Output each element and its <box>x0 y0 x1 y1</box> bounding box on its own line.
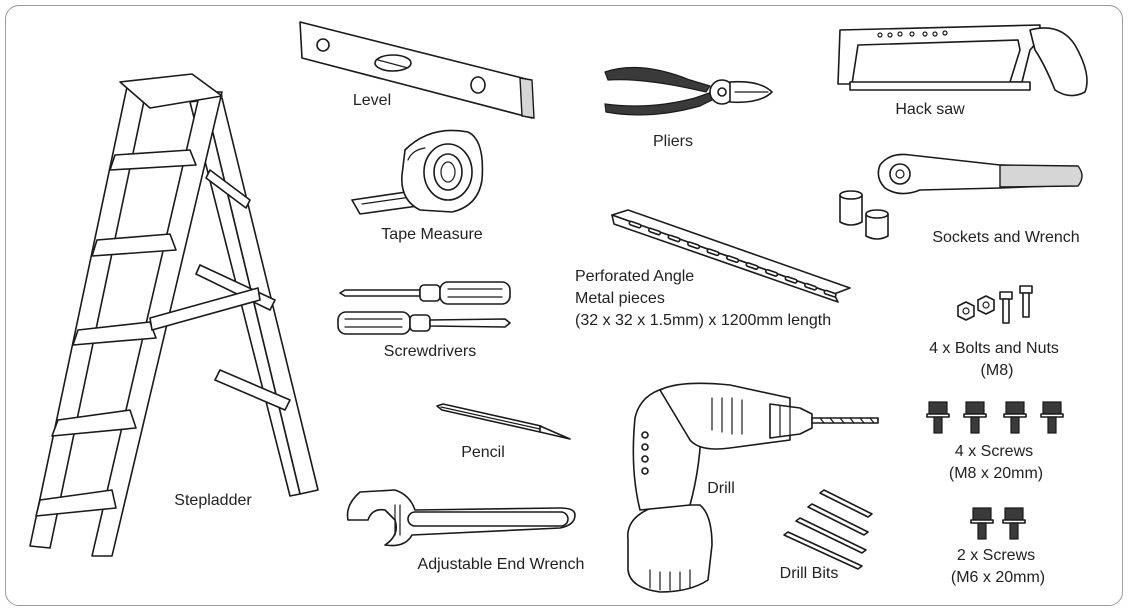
m8-screws-label-2: (M8 x 20mm) <box>948 465 1044 482</box>
m6-screws-icon <box>970 507 1026 540</box>
m8-screws-icon <box>926 401 1064 434</box>
drill-icon <box>627 382 879 593</box>
drill-label: Drill <box>707 480 735 497</box>
pencil-icon <box>436 403 571 440</box>
pliers-label: Pliers <box>652 133 694 150</box>
bolts-and-nuts-label-1: 4 x Bolts and Nuts <box>929 340 1059 357</box>
tape-measure-icon <box>351 129 484 215</box>
m6-screws-label-1: 2 x Screws <box>956 547 1036 564</box>
sockets-and-wrench-label: Sockets and Wrench <box>932 229 1080 246</box>
perforated-angle-label-3: (32 x 32 x 1.5mm) x 1200mm length <box>575 312 832 329</box>
tape-measure-label: Tape Measure <box>381 226 483 243</box>
drill-bits-label: Drill Bits <box>779 565 839 582</box>
perforated-angle-label-2: Metal pieces <box>575 290 665 307</box>
screwdrivers-label: Screwdrivers <box>383 343 477 360</box>
m8-screws-label-1: 4 x Screws <box>954 443 1034 460</box>
stepladder-icon <box>29 73 319 557</box>
perforated-angle-icon <box>611 209 851 303</box>
stepladder-label: Stepladder <box>174 492 252 509</box>
hack-saw-icon <box>837 24 1088 97</box>
m6-screws-label-2: (M6 x 20mm) <box>950 569 1046 586</box>
screwdrivers-icon <box>337 281 511 335</box>
drill-bits-icon <box>783 489 873 570</box>
bolts-and-nuts-icon <box>957 285 1033 324</box>
level-icon <box>299 21 535 119</box>
adjustable-wrench-label: Adjustable End Wrench <box>417 556 585 573</box>
adjustable-wrench-icon <box>346 489 576 547</box>
perforated-angle-label-1: Perforated Angle <box>575 268 695 285</box>
hack-saw-label: Hack saw <box>895 101 965 118</box>
pencil-label: Pencil <box>461 444 505 461</box>
level-label: Level <box>352 92 392 109</box>
pliers-icon <box>604 66 773 116</box>
bolts-and-nuts-label-2: (M8) <box>980 362 1014 379</box>
sockets-and-wrench-icon <box>839 153 1083 240</box>
